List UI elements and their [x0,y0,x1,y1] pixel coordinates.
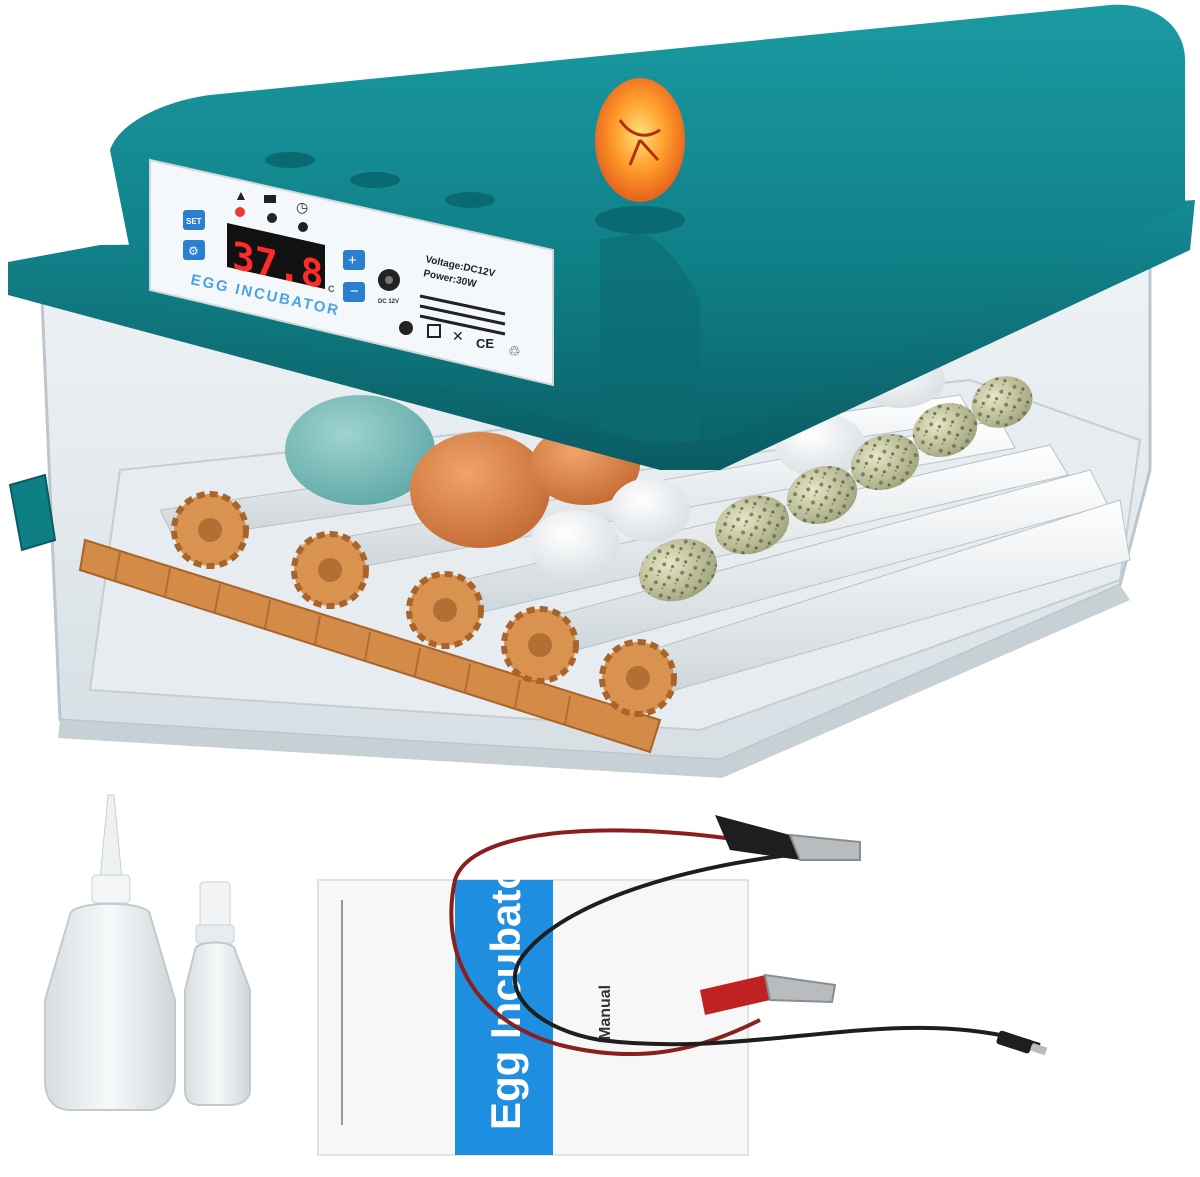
timer-icon: ◷ [296,199,308,215]
manual-booklet: Egg Incubator Manual [317,848,749,1156]
turning-rack [78,538,662,754]
white-egg [610,478,690,542]
red-alligator-clip [700,973,837,1015]
ce-mark: CE [476,336,494,351]
dc-label: DC 12V [378,299,399,305]
svg-text:♲: ♲ [508,343,521,359]
toggle-button[interactable] [183,240,205,260]
battery-clip-cable [449,815,1048,1057]
svg-text:⚙: ⚙ [188,244,199,258]
white-egg [530,510,620,580]
temperature-led [235,207,245,217]
svg-text:✕: ✕ [452,328,464,344]
certification-icons: ✕ CE ♲ [399,321,521,359]
degree-mark: C [328,284,335,294]
water-inlet [8,473,57,552]
minus-icon: − [350,283,359,300]
blue-egg [285,395,435,505]
gears [171,491,677,717]
minus-button[interactable] [343,282,365,302]
temperature-icon: ▲ [234,187,248,203]
dc-plug [996,1030,1048,1056]
black-alligator-clip [715,815,861,861]
set-button[interactable] [183,210,205,230]
vent-slots [419,294,506,336]
quail-eggs [639,376,1033,602]
brown-egg [410,432,550,548]
squeeze-bottle [44,794,176,1111]
set-label: SET [186,217,202,226]
lid-vents [265,152,495,208]
incubator: ▲ ◷ SET ⚙ 37.8 C + − DC 12V V [8,4,1195,778]
plus-icon: + [348,252,357,269]
manual-title: Egg Incubator [482,848,529,1130]
manual-subtitle: Manual [597,985,614,1040]
candling-egg-icon [595,78,685,234]
plus-button[interactable] [343,250,365,270]
lcd-display [227,223,325,289]
humidity-icon [264,195,276,203]
spray-bottle [184,881,251,1106]
